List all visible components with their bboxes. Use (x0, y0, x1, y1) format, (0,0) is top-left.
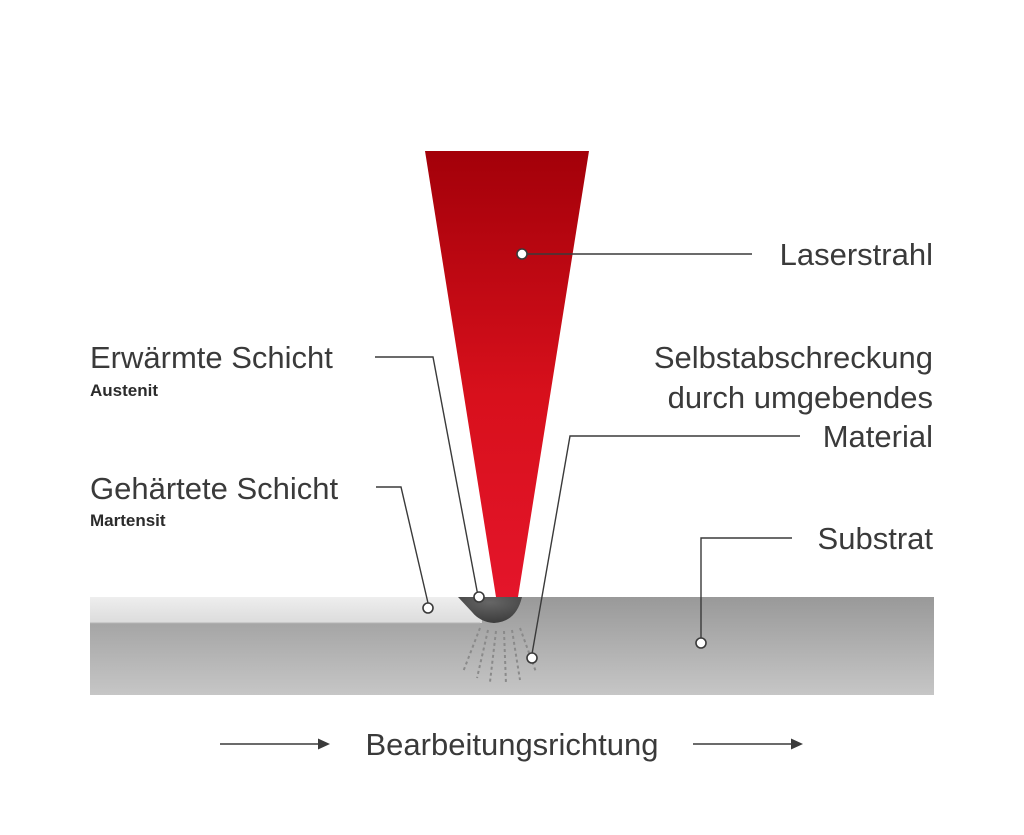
direction-label: Bearbeitungsrichtung (366, 727, 659, 762)
hardened-layer-label: Gehärtete Schicht (90, 471, 339, 506)
self-quench-marker-dot (526, 652, 538, 664)
substrate-label: Substrat (818, 521, 934, 556)
hardened-layer-strip (90, 597, 482, 623)
substrate-leader-line (700, 537, 792, 638)
heated-layer-marker-dot (473, 591, 485, 603)
heated-layer-label: Erwärmte Schicht (90, 340, 333, 375)
hardened-layer-marker-dot (422, 602, 434, 614)
self-quench-label-line1: Selbstabschreckung (654, 340, 933, 375)
laser-marker-dot (516, 248, 528, 260)
quench-dashes (462, 627, 537, 685)
hardened-layer-sublabel: Martensit (90, 511, 166, 530)
direction-arrow-right-head (791, 738, 803, 750)
laser-beam (425, 151, 589, 597)
hardened-layer-leader-line (376, 486, 429, 604)
laser-label: Laserstrahl (780, 237, 933, 272)
substrate-marker-dot (695, 637, 707, 649)
heated-layer-sublabel: Austenit (90, 381, 158, 400)
self-quench-label-line2: durch umgebendes (668, 380, 933, 415)
direction-arrow-left-head (318, 738, 330, 750)
self-quench-leader-line (531, 435, 800, 655)
heated-zone (458, 597, 522, 623)
heated-layer-leader-line (375, 356, 479, 597)
self-quench-label-line3: Material (823, 419, 933, 454)
